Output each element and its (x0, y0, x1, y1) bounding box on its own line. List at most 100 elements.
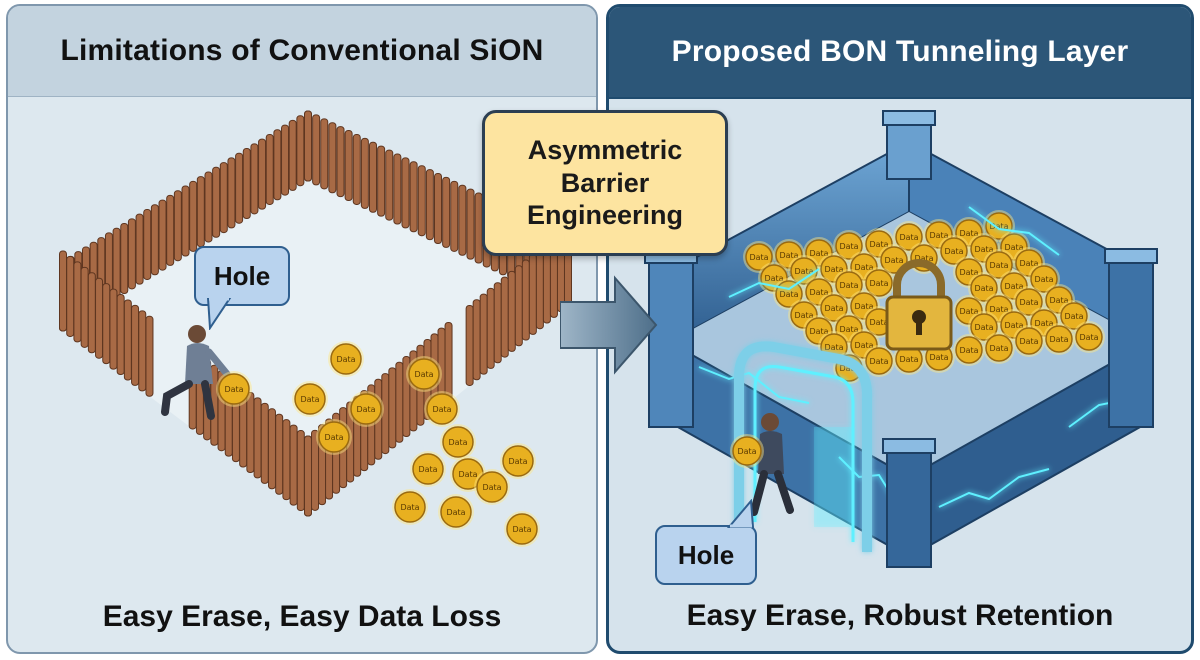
left-panel-caption: Easy Erase, Easy Data Loss (102, 600, 502, 633)
data-coin-icon: Data (1058, 300, 1090, 332)
svg-text:Data: Data (1004, 243, 1023, 252)
svg-text:Data: Data (809, 288, 828, 297)
tower-front (882, 438, 936, 568)
svg-text:Data: Data (869, 357, 888, 366)
right-callout-tail (727, 499, 755, 528)
svg-text:Data: Data (989, 222, 1008, 231)
svg-text:Data: Data (1019, 337, 1038, 346)
svg-text:Data: Data (884, 256, 903, 265)
svg-text:Data: Data (794, 311, 813, 320)
right-panel-caption: Easy Erase, Robust Retention (686, 599, 1114, 632)
data-coin-icon: Data (292, 381, 328, 417)
svg-text:Data: Data (824, 343, 843, 352)
data-coin-icon: Data (1043, 323, 1075, 355)
fence-floor (63, 181, 568, 516)
svg-text:Data: Data (959, 268, 978, 277)
svg-text:Data: Data (929, 231, 948, 240)
svg-text:Data: Data (824, 304, 843, 313)
data-coin-icon: Data (316, 419, 352, 455)
data-coin-icon: Data (500, 443, 536, 479)
data-coin-icon: Data (392, 489, 428, 525)
data-coin-icon: Data (863, 267, 895, 299)
svg-text:Data: Data (356, 405, 375, 414)
left-panel-title: Limitations of Conventional SiON (8, 6, 596, 97)
data-coin-icon: Data (743, 241, 775, 273)
right-hole-label: Hole (677, 539, 735, 570)
data-coin-icon: Data (348, 391, 384, 427)
svg-text:Data: Data (1004, 282, 1023, 291)
svg-text:Data: Data (446, 508, 465, 517)
svg-text:Data: Data (400, 503, 419, 512)
svg-text:Data: Data (300, 395, 319, 404)
svg-text:Data: Data (1034, 275, 1053, 284)
svg-text:Data: Data (974, 245, 993, 254)
svg-text:Data: Data (764, 274, 783, 283)
asym-line-1: Asymmetric (527, 134, 683, 165)
svg-text:Data: Data (899, 355, 918, 364)
data-coin-icon: Data (953, 334, 985, 366)
asym-line-3: Engineering (526, 200, 683, 231)
data-coin-icon: Data (833, 269, 865, 301)
svg-text:Data: Data (1019, 298, 1038, 307)
svg-text:Data: Data (809, 327, 828, 336)
svg-text:Data: Data (512, 525, 531, 534)
svg-text:Data: Data (959, 307, 978, 316)
data-coin-icon: Data (474, 469, 510, 505)
svg-text:Data: Data (336, 355, 355, 364)
asym-line-2: Barrier (560, 167, 650, 198)
data-coin-icon: Data (216, 371, 252, 407)
svg-text:Data: Data (989, 305, 1008, 314)
data-coin-icon: Data (863, 345, 895, 377)
svg-text:Data: Data (1049, 296, 1068, 305)
svg-text:Data: Data (824, 265, 843, 274)
left-hole-callout: Hole (194, 246, 290, 306)
svg-text:Data: Data (869, 318, 888, 327)
data-coin-icon: Data (833, 230, 865, 262)
data-coin-icon: Data (953, 256, 985, 288)
data-coin-icon: Data (1073, 321, 1105, 353)
svg-text:Data: Data (929, 353, 948, 362)
data-coin-icon: Data (1028, 263, 1060, 295)
data-coin-icon: Data (504, 511, 540, 547)
data-coin-icon: Data (893, 221, 925, 253)
data-coin-icon: Data (938, 235, 970, 267)
tower-top (882, 110, 936, 180)
svg-text:Data: Data (809, 249, 828, 258)
svg-text:Data: Data (779, 290, 798, 299)
svg-text:Data: Data (989, 261, 1008, 270)
svg-text:Data: Data (508, 457, 527, 466)
left-hole-label: Hole (213, 260, 271, 291)
svg-text:Data: Data (839, 364, 858, 373)
data-coin-icon: Data (730, 434, 764, 468)
data-coin-icon: Data (818, 292, 850, 324)
svg-text:Data: Data (414, 370, 433, 379)
data-coin-icon: Data (968, 272, 1000, 304)
right-panel-title: Proposed BON Tunneling Layer (609, 7, 1191, 99)
svg-text:Data: Data (854, 341, 873, 350)
svg-text:Data: Data (779, 251, 798, 260)
tower-left (644, 248, 698, 428)
gateway (734, 341, 873, 552)
data-coin-icon: Data (983, 210, 1015, 242)
svg-text:Data: Data (224, 385, 243, 394)
data-coin-icon: Data (438, 494, 474, 530)
data-coin-icon: Data (983, 332, 1015, 364)
arrow-right-icon (560, 275, 658, 375)
svg-text:Data: Data (1064, 312, 1083, 321)
padlock-icon (885, 259, 953, 351)
svg-text:Data: Data (839, 281, 858, 290)
svg-text:Data: Data (974, 284, 993, 293)
svg-text:Data: Data (974, 323, 993, 332)
svg-text:Data: Data (1049, 335, 1068, 344)
svg-text:Data: Data (854, 263, 873, 272)
data-coin-icon: Data (1013, 247, 1045, 279)
svg-text:Data: Data (749, 253, 768, 262)
svg-text:Data: Data (959, 229, 978, 238)
svg-text:Data: Data (944, 247, 963, 256)
svg-text:Data: Data (989, 344, 1008, 353)
svg-text:Data: Data (418, 465, 437, 474)
svg-text:Data: Data (869, 279, 888, 288)
